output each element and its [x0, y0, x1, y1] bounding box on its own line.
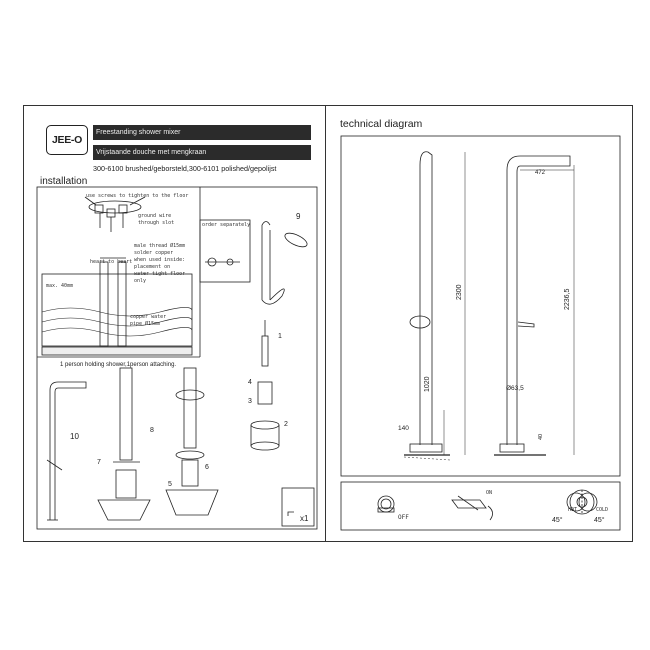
part-number-4: 4: [248, 379, 252, 386]
document-sheet: [23, 105, 633, 542]
handle-off-drawing: [377, 495, 395, 513]
floor-section-drawing: [41, 257, 193, 356]
part-number-3: 3: [248, 398, 252, 405]
part-number-9: 9: [296, 212, 301, 221]
shower-column-drawing: [46, 381, 87, 521]
technical-diagram-heading: technical diagram: [340, 118, 423, 130]
note-pipe: pipe Ø15mm: [130, 321, 161, 327]
handle-detail-frame: [340, 481, 621, 531]
label-off: OFF: [398, 514, 409, 521]
order-separately-drawing: [199, 219, 251, 283]
handle-temperature-drawing: [566, 489, 598, 515]
part-number-2: 2: [284, 421, 288, 428]
note-heart-to-heart: heart to heart: [90, 259, 133, 265]
quantity-label: x1: [300, 514, 309, 523]
front-view-drawing: [494, 155, 575, 456]
note-solder-copper: solder copper: [134, 250, 174, 256]
note-only: only: [134, 278, 147, 284]
installation-frame: [36, 186, 318, 530]
title-bar-dutch: Vrijstaande douche met mengkraan: [93, 145, 311, 160]
label-on: ON: [486, 490, 493, 496]
side-view-drawing: [403, 151, 466, 461]
note-use-screws: use screws to tighten to the floor: [86, 193, 189, 199]
note-person-holding: 1 person holding shower,1person attachin…: [60, 362, 177, 368]
part-number-6: 6: [205, 464, 209, 471]
dim-140: 140: [398, 425, 409, 432]
installation-heading: installation: [40, 176, 88, 187]
assembly-drawing-1: [97, 367, 151, 521]
dim-472: 472: [535, 170, 546, 176]
brand-logo: JEE-O: [46, 125, 88, 155]
dim-diameter-63-5: Ø63,5: [506, 385, 524, 392]
technical-frame: [340, 135, 621, 477]
note-copper-water: copper water: [130, 314, 167, 320]
wrench-icon: [287, 511, 294, 516]
part-number-5: 5: [168, 481, 172, 488]
title-bar-english: Freestanding shower mixer: [93, 125, 311, 140]
parts-drawing: [250, 320, 280, 451]
note-ground-wire: ground wire: [138, 213, 172, 219]
floor-plate-drawing: [84, 196, 146, 232]
angle-right: 45°: [594, 517, 605, 524]
note-male-thread: male thread Ø15mm: [134, 243, 186, 249]
angle-left: 45°: [552, 517, 563, 524]
page-fold-line: [325, 105, 326, 542]
handle-on-drawing: [451, 495, 493, 521]
part-number-10: 10: [70, 432, 79, 441]
quantity-box: [281, 487, 315, 527]
note-placement-on: placement on: [134, 264, 171, 270]
part-number-8: 8: [150, 427, 154, 434]
note-order-separately: order separately: [202, 222, 251, 228]
assembly-drawing-2: [165, 367, 219, 516]
hand-shower-drawing: [261, 221, 308, 305]
label-cold: COLD: [596, 507, 609, 513]
model-numbers: 300-6100 brushed/geborsteld,300-6101 pol…: [93, 164, 277, 173]
note-max-40mm: max. 40mm: [46, 283, 74, 289]
note-when-used-inside: when used inside:: [134, 257, 186, 263]
note-through-slot: through slot: [138, 220, 175, 226]
part-number-7: 7: [97, 459, 101, 466]
part-number-1: 1: [278, 333, 282, 340]
